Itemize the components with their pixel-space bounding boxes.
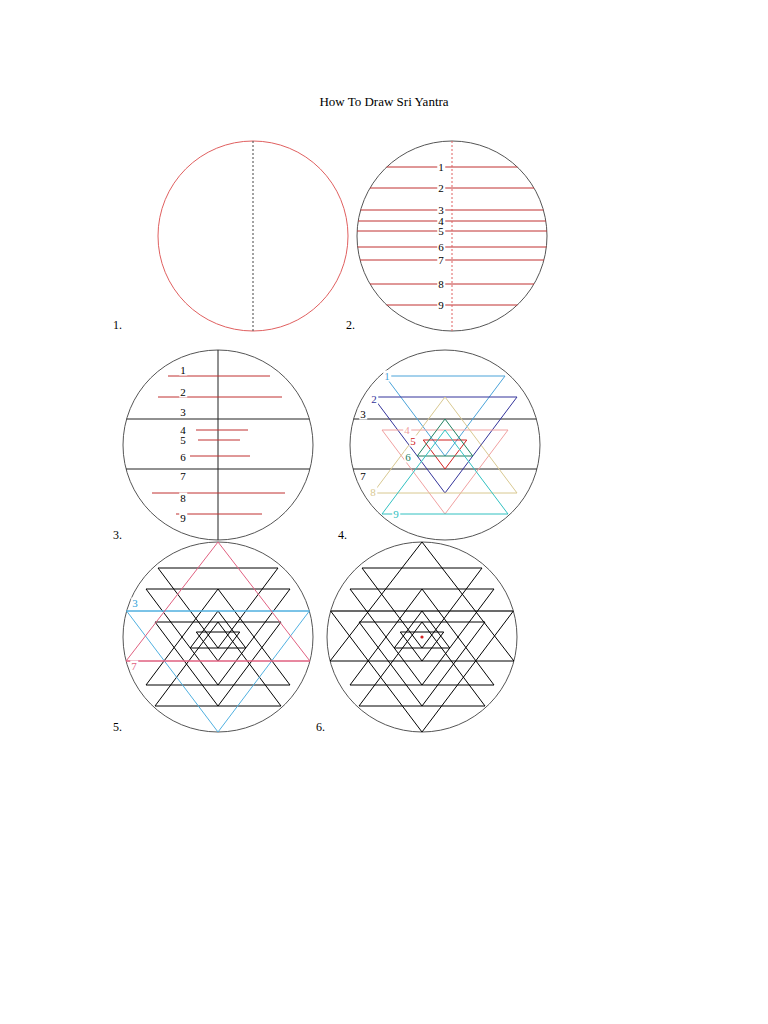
step-number: 6. (316, 721, 325, 733)
guide-line (196, 430, 248, 431)
yantra-triangle (417, 419, 473, 456)
line-number: 2 (179, 387, 187, 398)
yantra-triangle (190, 611, 246, 648)
guide-line (127, 419, 310, 420)
yantra-triangle (158, 568, 278, 648)
yantra-triangle (127, 611, 310, 732)
yantra-triangle (196, 632, 240, 661)
yantra-triangle (382, 430, 508, 514)
yantra-triangle (330, 542, 514, 661)
guide-line (126, 469, 310, 470)
line-number: 1 (179, 365, 187, 376)
guide-line (370, 188, 534, 189)
line-number: 5 (179, 435, 187, 446)
yantra-triangle (155, 622, 281, 706)
guide-line (190, 456, 250, 457)
yantra-triangle (394, 611, 450, 648)
line-number: 2 (370, 394, 378, 405)
line-number: 5 (437, 226, 445, 237)
line-number: 9 (179, 513, 187, 524)
center-line (253, 141, 254, 331)
line-number: 6 (437, 242, 445, 253)
line-number: 5 (409, 436, 417, 447)
line-number: 4 (403, 425, 411, 436)
yantra-triangle (331, 611, 514, 732)
center-line (218, 350, 219, 540)
yantra-triangle (373, 397, 517, 493)
yantra-triangle (146, 589, 290, 685)
line-number: 8 (369, 487, 377, 498)
yantra-triangle (400, 632, 444, 661)
outer-circle (327, 542, 517, 732)
line-number: 9 (437, 300, 445, 311)
yantra-triangle (146, 589, 290, 685)
step-number: 5. (113, 721, 122, 733)
yantra-triangle (350, 589, 494, 685)
guide-line (370, 284, 534, 285)
line-number: 7 (130, 661, 138, 672)
guide-line (168, 376, 270, 377)
title-text: How To Draw Sri Yantra (319, 95, 448, 108)
line-number: 1 (383, 371, 391, 382)
step-number: 4. (338, 529, 347, 541)
step-number: 2. (346, 319, 355, 331)
line-number: 7 (179, 471, 187, 482)
line-number: 6 (404, 452, 412, 463)
guide-line (176, 514, 262, 515)
yantra-triangle (155, 622, 281, 706)
yantra-triangle (359, 622, 485, 706)
yantra-triangle (350, 589, 494, 685)
step-number: 3. (113, 529, 122, 541)
outer-circle (350, 350, 540, 540)
yantra-triangle (382, 430, 508, 514)
yantra-triangle (359, 622, 485, 706)
yantra-triangle (126, 542, 310, 661)
yantra-triangle (362, 568, 482, 648)
line-number: 2 (437, 183, 445, 194)
line-number: 7 (359, 471, 367, 482)
line-number: 7 (437, 255, 445, 266)
line-number: 8 (437, 279, 445, 290)
outer-circle (123, 542, 313, 732)
line-number: 3 (179, 407, 187, 418)
outer-circle (158, 141, 348, 331)
outer-circle (357, 141, 547, 331)
step-number: 1. (113, 319, 122, 331)
line-number: 3 (359, 409, 367, 420)
line-number: 8 (179, 493, 187, 504)
yantra-triangle (385, 376, 505, 456)
guide-line (152, 493, 285, 494)
line-number: 3 (437, 205, 445, 216)
line-number: 9 (392, 509, 400, 520)
guide-line (198, 440, 240, 441)
guide-line (360, 260, 544, 261)
guide-line (158, 397, 282, 398)
line-number: 3 (131, 598, 139, 609)
center-line (452, 141, 453, 331)
yantra-triangle (423, 440, 467, 469)
yantra-triangle (373, 397, 517, 493)
bindu-dot (420, 635, 423, 638)
line-number: 1 (437, 162, 445, 173)
outer-circle (123, 350, 313, 540)
line-number: 6 (179, 452, 187, 463)
